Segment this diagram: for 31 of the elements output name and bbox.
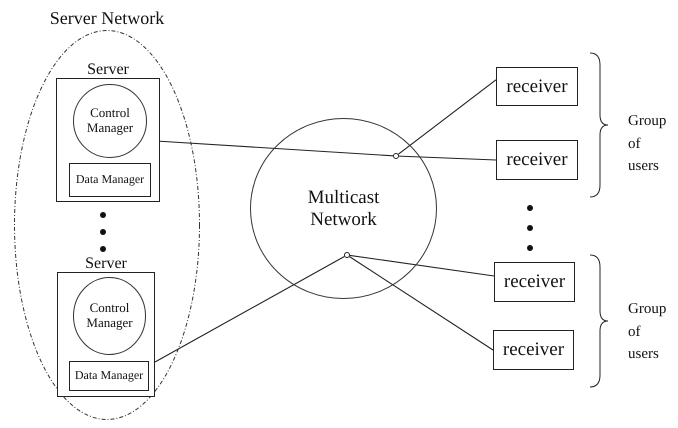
manager-circle bbox=[73, 277, 146, 355]
receiver-box bbox=[493, 330, 574, 370]
connector-line bbox=[154, 256, 345, 362]
connector-line bbox=[349, 256, 494, 350]
node-label: Control Manager bbox=[85, 301, 134, 331]
data-box bbox=[69, 361, 149, 391]
data-box bbox=[69, 163, 151, 197]
connector-line bbox=[160, 140, 394, 156]
group-label: Group of users bbox=[628, 112, 668, 176]
receiver-box bbox=[496, 67, 578, 106]
node-label: receiver bbox=[502, 339, 566, 361]
connector-line bbox=[350, 254, 494, 277]
receiver-box bbox=[496, 140, 578, 180]
node-label: Data Manager bbox=[74, 369, 144, 383]
group-heading: Server bbox=[86, 60, 130, 79]
node-label: receiver bbox=[505, 149, 569, 171]
junction-point bbox=[344, 252, 350, 258]
node-label: receiver bbox=[505, 76, 569, 98]
group-heading: Server bbox=[84, 254, 128, 273]
receiver-box bbox=[494, 262, 575, 302]
manager-circle bbox=[73, 84, 147, 158]
node-label: Data Manager bbox=[74, 173, 146, 187]
group-heading: Server Network bbox=[48, 8, 166, 30]
junction-point bbox=[393, 153, 399, 159]
network-ellipse bbox=[250, 118, 437, 299]
connector-line bbox=[398, 79, 496, 155]
node-label: Control Manager bbox=[86, 106, 134, 136]
node-label: receiver bbox=[502, 271, 566, 293]
group-label: Group of users bbox=[628, 300, 668, 364]
node-label: Multicast Network bbox=[306, 186, 380, 230]
connector-line bbox=[398, 156, 496, 161]
